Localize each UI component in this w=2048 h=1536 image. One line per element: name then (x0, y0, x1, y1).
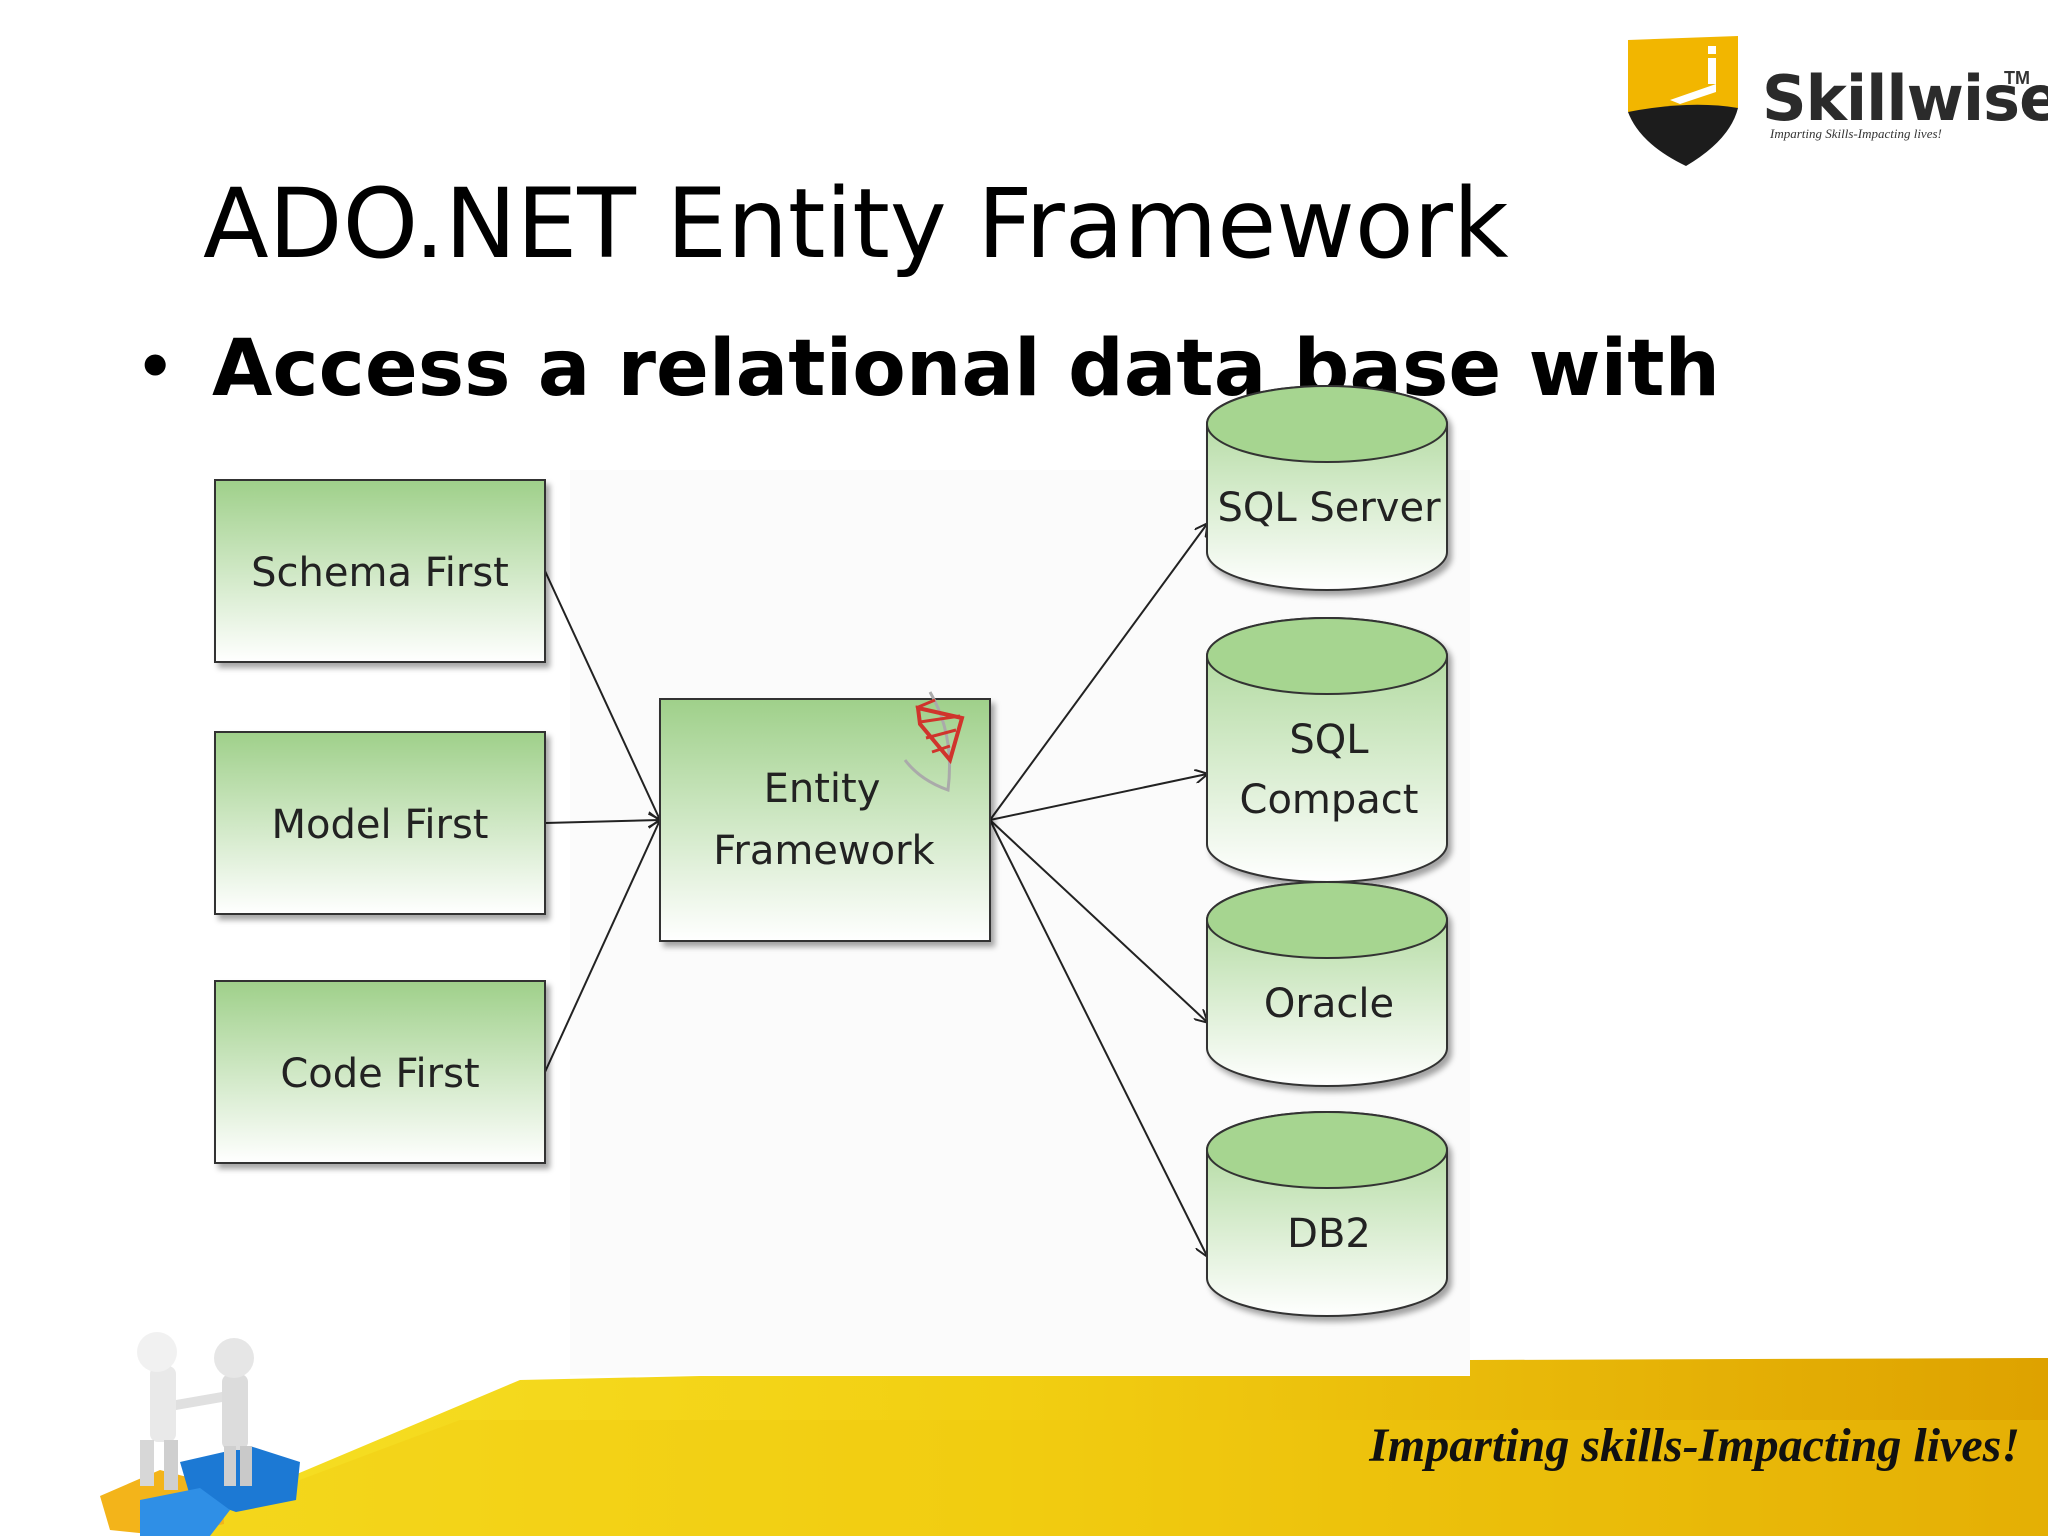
logo-brand-name: Skillwise (1762, 62, 2048, 135)
footer-tagline: Imparting skills-Impacting lives! (1369, 1419, 2020, 1472)
database-label: SQL Server (1217, 485, 1441, 531)
bullet-text: Access a relational data base with (212, 324, 1721, 414)
logo-trademark: TM (2004, 68, 2030, 88)
database-cylinder-top (1206, 617, 1448, 695)
skillwise-logo-icon (1628, 36, 1738, 166)
database-cylinder: DB2 (1206, 1111, 1448, 1317)
approach-label: Schema First (251, 550, 509, 596)
connector-arrow (989, 524, 1207, 821)
sql-server-logo-icon (903, 691, 965, 793)
handshake-puzzle-icon (100, 1332, 300, 1536)
slide-title: ADO.NET Entity Framework (203, 168, 1509, 280)
connector-arrow (544, 820, 660, 823)
connector-arrow (989, 819, 1207, 1256)
bullet-marker: • (136, 332, 175, 402)
database-cylinder-top (1206, 1111, 1448, 1189)
database-cylinder-top (1206, 881, 1448, 959)
database-cylinder: Oracle (1206, 881, 1448, 1087)
database-label: Compact (1240, 777, 1419, 823)
connector-arrows (544, 524, 1207, 1256)
center-label-line2: Framework (713, 828, 935, 874)
approach-box-shape (214, 980, 546, 1164)
database-cylinder: SQL Compact (1206, 617, 1448, 883)
center-label-line1: Entity (764, 766, 881, 812)
approach-label: Model First (272, 802, 489, 848)
connector-arrow (989, 774, 1207, 821)
logo-tagline: Imparting Skills-Impacting lives! (1770, 126, 1942, 141)
connector-arrow (544, 820, 660, 1073)
approach-box: Schema First (214, 479, 546, 663)
approach-box: Code First (214, 980, 546, 1164)
footer-band-shade (150, 1420, 2048, 1536)
database-cylinder-top (1206, 385, 1448, 463)
approach-box-shape (214, 731, 546, 915)
footer-band (150, 1358, 2048, 1536)
approach-box-shape (214, 479, 546, 663)
database-label: DB2 (1287, 1211, 1371, 1257)
database-label: SQL (1289, 717, 1369, 763)
database-cylinder: SQL Server (1206, 385, 1448, 591)
database-label: Oracle (1264, 981, 1394, 1027)
connector-arrow (989, 819, 1207, 1022)
connector-arrow (544, 570, 660, 820)
approach-box: Model First (214, 731, 546, 915)
approach-label: Code First (280, 1051, 479, 1097)
